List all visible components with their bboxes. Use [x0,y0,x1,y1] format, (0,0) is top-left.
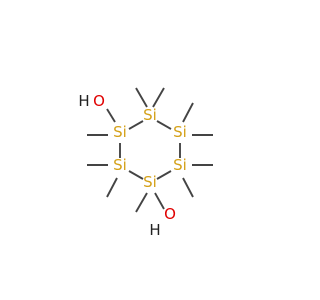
bond-si-lower-right-si-bottom [156,170,172,180]
bond-si-bottom-si-lower-left [128,170,144,180]
hydroxyl-bonds [106,108,165,210]
methyl-bond-bottom [135,192,148,213]
si-top-label: Si [143,106,157,124]
hydroxyl-top: H O [78,92,105,110]
molecule-structure: Si Si Si Si Si Si H O O H [78,87,213,239]
si-lower-right-label: Si [173,156,187,174]
methyl-bonds [87,87,213,213]
methyl-bond-top-2 [135,87,148,108]
si-upper-right-label: Si [173,123,187,141]
silicon-atoms: Si Si Si Si Si Si [113,106,187,191]
oh-bottom-h-label: H [149,221,160,239]
oh-top-o-label: O [93,92,105,110]
bond-si-top-si-upper-right [156,120,172,130]
methyl-bond-upper-right-1 [182,102,194,123]
si-upper-left-label: Si [113,123,127,141]
bond-si-upper-left-si-top [128,120,144,130]
hydroxyl-bottom: O H [149,205,176,239]
ring-bonds [119,120,181,180]
oh-bottom-o-label: O [164,205,176,223]
methyl-bond-lower-left-2 [106,177,118,198]
oh-top-h-label: H [78,92,89,110]
si-bottom-label: Si [143,173,157,191]
si-lower-left-label: Si [113,156,127,174]
bond-si-bottom-o [154,192,165,210]
bond-si-upper-left-o [106,108,116,123]
methyl-bond-lower-right-2 [182,177,194,198]
methyl-bond-top-1 [152,87,165,108]
